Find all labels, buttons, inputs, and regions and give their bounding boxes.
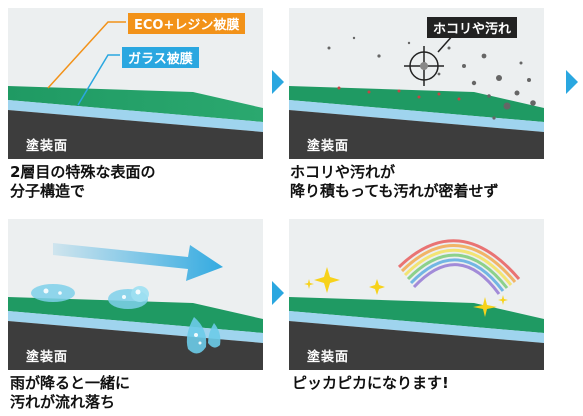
- dust-illustration: [289, 33, 544, 159]
- glass-layer: [289, 311, 544, 343]
- paint-layer: [289, 321, 544, 370]
- shine-illustration: [289, 239, 544, 370]
- crosshair-icon: [404, 33, 455, 86]
- caption-step-2: ホコリや汚れが 降り積もっても汚れが密着せず: [290, 163, 499, 201]
- glass-layer: [289, 100, 544, 132]
- caption-line: ピッカピカになります!: [292, 374, 449, 392]
- caption-step-1: 2層目の特殊な表面の 分子構造で: [10, 163, 155, 201]
- eco-resin-tag: ECO+レジン被膜: [128, 13, 246, 34]
- glass-coat-tag: ガラス被膜: [122, 47, 199, 68]
- caption-line: 2層目の特殊な表面の: [10, 163, 156, 181]
- panel-two-layer-coating: ECO+レジン被膜 ガラス被膜 塗装面: [8, 8, 263, 159]
- glass-layer: [8, 100, 263, 132]
- paint-layer: [8, 321, 263, 370]
- paint-surface-label: 塗装面: [307, 139, 350, 154]
- caption-step-4: ピッカピカになります!: [292, 374, 449, 393]
- paint-layer: [8, 110, 263, 159]
- paint-surface-label: 塗装面: [307, 350, 350, 365]
- eco-leader-line: [47, 21, 126, 89]
- paint-surface-label: 塗装面: [26, 139, 69, 154]
- panel-rain: 塗装面: [8, 219, 263, 370]
- flow-arrow-icon: [53, 243, 223, 281]
- eco-resin-layer: [289, 86, 544, 122]
- caption-line: 汚れが流れ落ち: [10, 393, 116, 411]
- dust-particles: [327, 36, 536, 120]
- glass-leader-line: [77, 54, 120, 106]
- paint-surface-label: 塗装面: [26, 350, 69, 365]
- step-arrow-icon: [272, 281, 284, 305]
- caption-line: 降り積もっても汚れが密着せず: [290, 182, 499, 200]
- rainbow-icon: [397, 239, 521, 295]
- dust-tag: ホコリや汚れ: [427, 17, 518, 38]
- caption-line: 分子構造で: [10, 182, 86, 200]
- caption-line: ホコリや汚れが: [290, 163, 396, 181]
- caption-step-3: 雨が降ると一緒に 汚れが流れ落ち: [10, 374, 130, 412]
- panel-shiny: 塗装面: [289, 219, 544, 370]
- paint-layer: [289, 110, 544, 159]
- eco-resin-layer: [8, 86, 263, 122]
- panel-dust: ホコリや汚れ 塗装面: [289, 8, 544, 159]
- rain-illustration: [8, 243, 263, 370]
- step-arrow-icon: [566, 70, 578, 94]
- coating-layers-illustration: [8, 21, 263, 159]
- caption-line: 雨が降ると一緒に: [10, 374, 131, 392]
- water-highlights: [43, 288, 202, 345]
- dirt-particles: [337, 86, 461, 101]
- target-dust-icon: [420, 62, 428, 70]
- step-arrow-icon: [272, 70, 284, 94]
- sparkle-icon: [304, 267, 508, 317]
